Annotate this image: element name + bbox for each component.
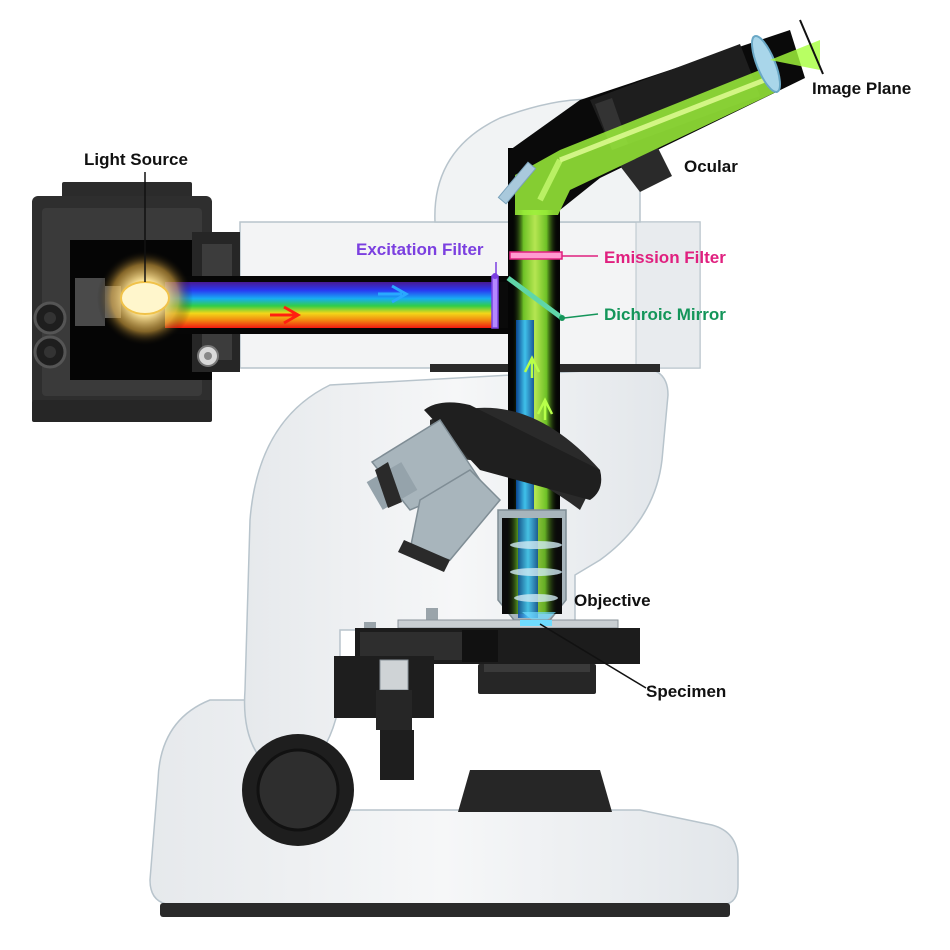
- label-ocular: Ocular: [684, 157, 738, 176]
- blue-arrow: [378, 284, 410, 304]
- base-foot: [160, 903, 730, 917]
- dichroic-mirror: [506, 275, 564, 321]
- head-side-panel: [635, 221, 701, 369]
- microscope-base: [149, 699, 739, 906]
- up-arrow-green-2: [536, 397, 554, 420]
- label-dichroic-mirror: Dichroic Mirror: [604, 305, 726, 324]
- ocular-assembly: [497, 19, 824, 215]
- excitation-filter: [491, 275, 499, 329]
- label-image-plane: Image Plane: [812, 79, 911, 98]
- light-source-bulb: [120, 281, 170, 315]
- stage-assembly: [242, 608, 640, 846]
- specimen-leader: [539, 623, 647, 689]
- objective-lens-3: [514, 594, 558, 602]
- label-emission-filter: Emission Filter: [604, 248, 726, 267]
- excitation-light-path: [97, 250, 525, 346]
- dichroic-leader: [563, 313, 599, 319]
- up-arrow-green: [523, 355, 541, 378]
- specimen: [520, 620, 552, 626]
- label-objective: Objective: [574, 591, 651, 610]
- objective-lens-1: [510, 541, 562, 549]
- ocular-green-beam: [515, 66, 780, 215]
- emission-filter: [509, 251, 563, 260]
- red-arrow: [270, 305, 302, 325]
- filter-cube: [491, 251, 599, 329]
- side-objective-2: [409, 469, 502, 561]
- labels: Light Source Image Plane Ocular Excitati…: [84, 79, 911, 701]
- slide-holder: [397, 619, 619, 629]
- label-specimen: Specimen: [646, 682, 726, 701]
- image-plane-leader: [799, 19, 824, 75]
- label-light-source: Light Source: [84, 150, 188, 169]
- image-plane-cone: [770, 40, 820, 70]
- base-light-port: [458, 770, 612, 812]
- ocular-prism-mirror: [497, 161, 537, 205]
- label-excitation-filter: Excitation Filter: [356, 240, 484, 259]
- objective-lens-2: [510, 568, 562, 576]
